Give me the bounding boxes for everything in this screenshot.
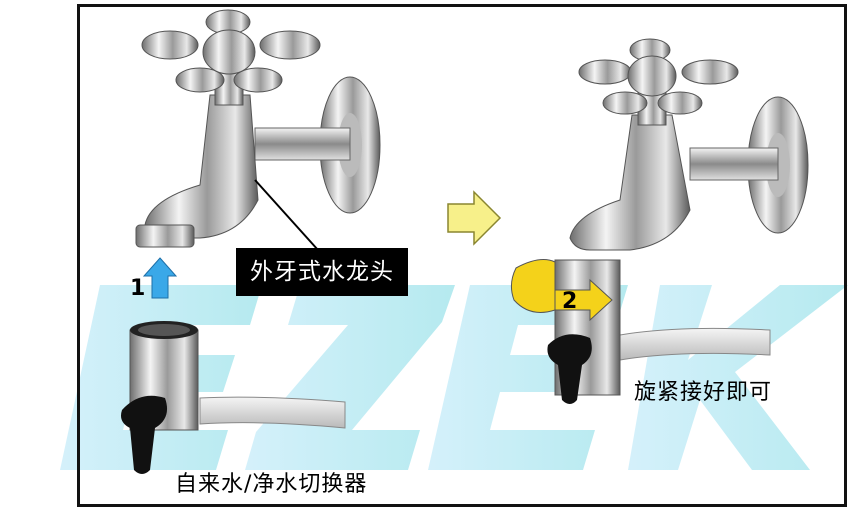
faucet-type-label: 外牙式水龙头 — [236, 248, 408, 296]
switch-label: 自来水/净水切换器 — [175, 472, 368, 497]
right-faucet — [569, 38, 809, 251]
watermark-letter-e2 — [428, 285, 628, 470]
left-switch — [121, 321, 346, 474]
up-arrow-icon — [142, 257, 178, 299]
right-switch — [547, 259, 771, 404]
step-2-number: 2 — [562, 289, 578, 314]
left-faucet — [135, 9, 381, 251]
rotate-arrow-icon — [510, 259, 613, 322]
step-1-number: 1 — [130, 276, 146, 301]
right-arrow-icon — [447, 190, 502, 246]
instruction-frame — [77, 4, 847, 507]
tighten-label: 旋紧接好即可 — [634, 380, 773, 405]
